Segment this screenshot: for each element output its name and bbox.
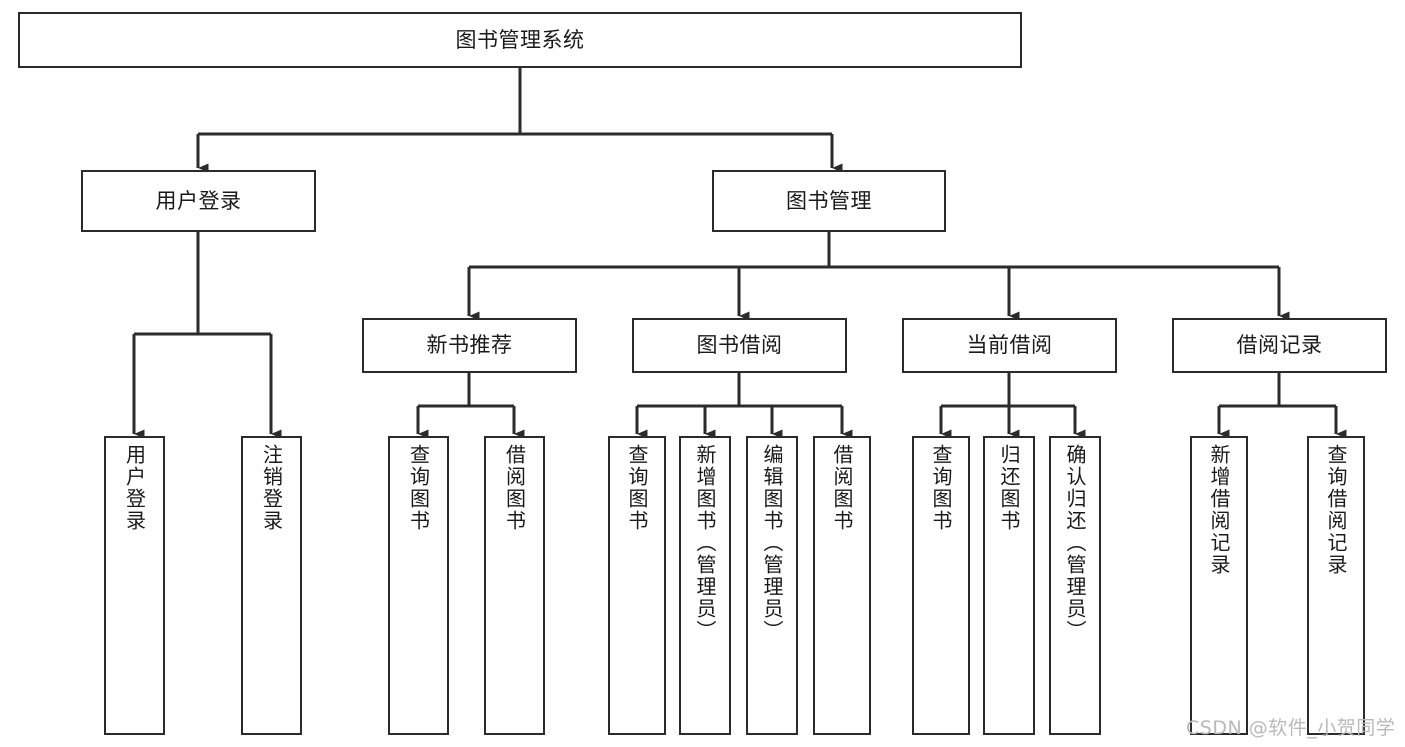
- leaf-add-book[interactable]: 新增图书（管理员）: [679, 436, 731, 735]
- leaf-query-book-current[interactable]: 查询图书: [912, 436, 970, 735]
- node-borrow-record-label: 借阅记录: [1236, 333, 1323, 358]
- node-book-borrow[interactable]: 图书借阅: [632, 318, 847, 373]
- leaf-edit-book[interactable]: 编辑图书（管理员）: [746, 436, 798, 735]
- leaf-return-book[interactable]: 归还图书: [983, 436, 1035, 735]
- leaf-query-book-recommend[interactable]: 查询图书: [388, 436, 449, 735]
- leaf-logout-label: 注销登录: [259, 444, 284, 532]
- leaf-return-book-label: 归还图书: [997, 444, 1021, 532]
- node-root-system[interactable]: 图书管理系统: [18, 12, 1022, 68]
- leaf-query-book-recommend-label: 查询图书: [406, 444, 431, 532]
- leaf-query-book-current-label: 查询图书: [929, 444, 953, 532]
- leaf-query-borrow-record-label: 查询借阅记录: [1324, 444, 1348, 576]
- node-user-login[interactable]: 用户登录: [81, 170, 316, 232]
- leaf-add-book-label: 新增图书（管理员）: [693, 444, 717, 642]
- node-borrow-record[interactable]: 借阅记录: [1172, 318, 1387, 373]
- leaf-query-book-borrow-label: 查询图书: [625, 444, 649, 532]
- leaf-borrow-book-label: 借阅图书: [830, 444, 854, 532]
- leaf-add-borrow-record-label: 新增借阅记录: [1207, 444, 1231, 576]
- leaf-user-login-label: 用户登录: [122, 444, 147, 532]
- leaf-user-login[interactable]: 用户登录: [104, 436, 165, 735]
- node-book-borrow-label: 图书借阅: [696, 333, 783, 358]
- leaf-edit-book-label: 编辑图书（管理员）: [760, 444, 784, 642]
- node-current-borrow-label: 当前借阅: [966, 333, 1053, 358]
- leaf-confirm-return-label: 确认归还（管理员）: [1063, 444, 1087, 642]
- leaf-borrow-book-recommend[interactable]: 借阅图书: [484, 436, 545, 735]
- node-new-book-recommend[interactable]: 新书推荐: [362, 318, 577, 373]
- leaf-query-borrow-record[interactable]: 查询借阅记录: [1307, 436, 1365, 735]
- leaf-borrow-book-recommend-label: 借阅图书: [502, 444, 527, 532]
- leaf-add-borrow-record[interactable]: 新增借阅记录: [1190, 436, 1248, 735]
- node-current-borrow[interactable]: 当前借阅: [902, 318, 1117, 373]
- leaf-logout[interactable]: 注销登录: [241, 436, 302, 735]
- leaf-query-book-borrow[interactable]: 查询图书: [608, 436, 666, 735]
- leaf-confirm-return[interactable]: 确认归还（管理员）: [1049, 436, 1101, 735]
- node-new-book-recommend-label: 新书推荐: [426, 333, 513, 358]
- node-book-management-label: 图书管理: [786, 188, 872, 213]
- node-root-label: 图书管理系统: [455, 27, 585, 52]
- leaf-borrow-book[interactable]: 借阅图书: [813, 436, 871, 735]
- node-user-login-label: 用户登录: [155, 188, 242, 213]
- node-book-management[interactable]: 图书管理: [712, 170, 946, 232]
